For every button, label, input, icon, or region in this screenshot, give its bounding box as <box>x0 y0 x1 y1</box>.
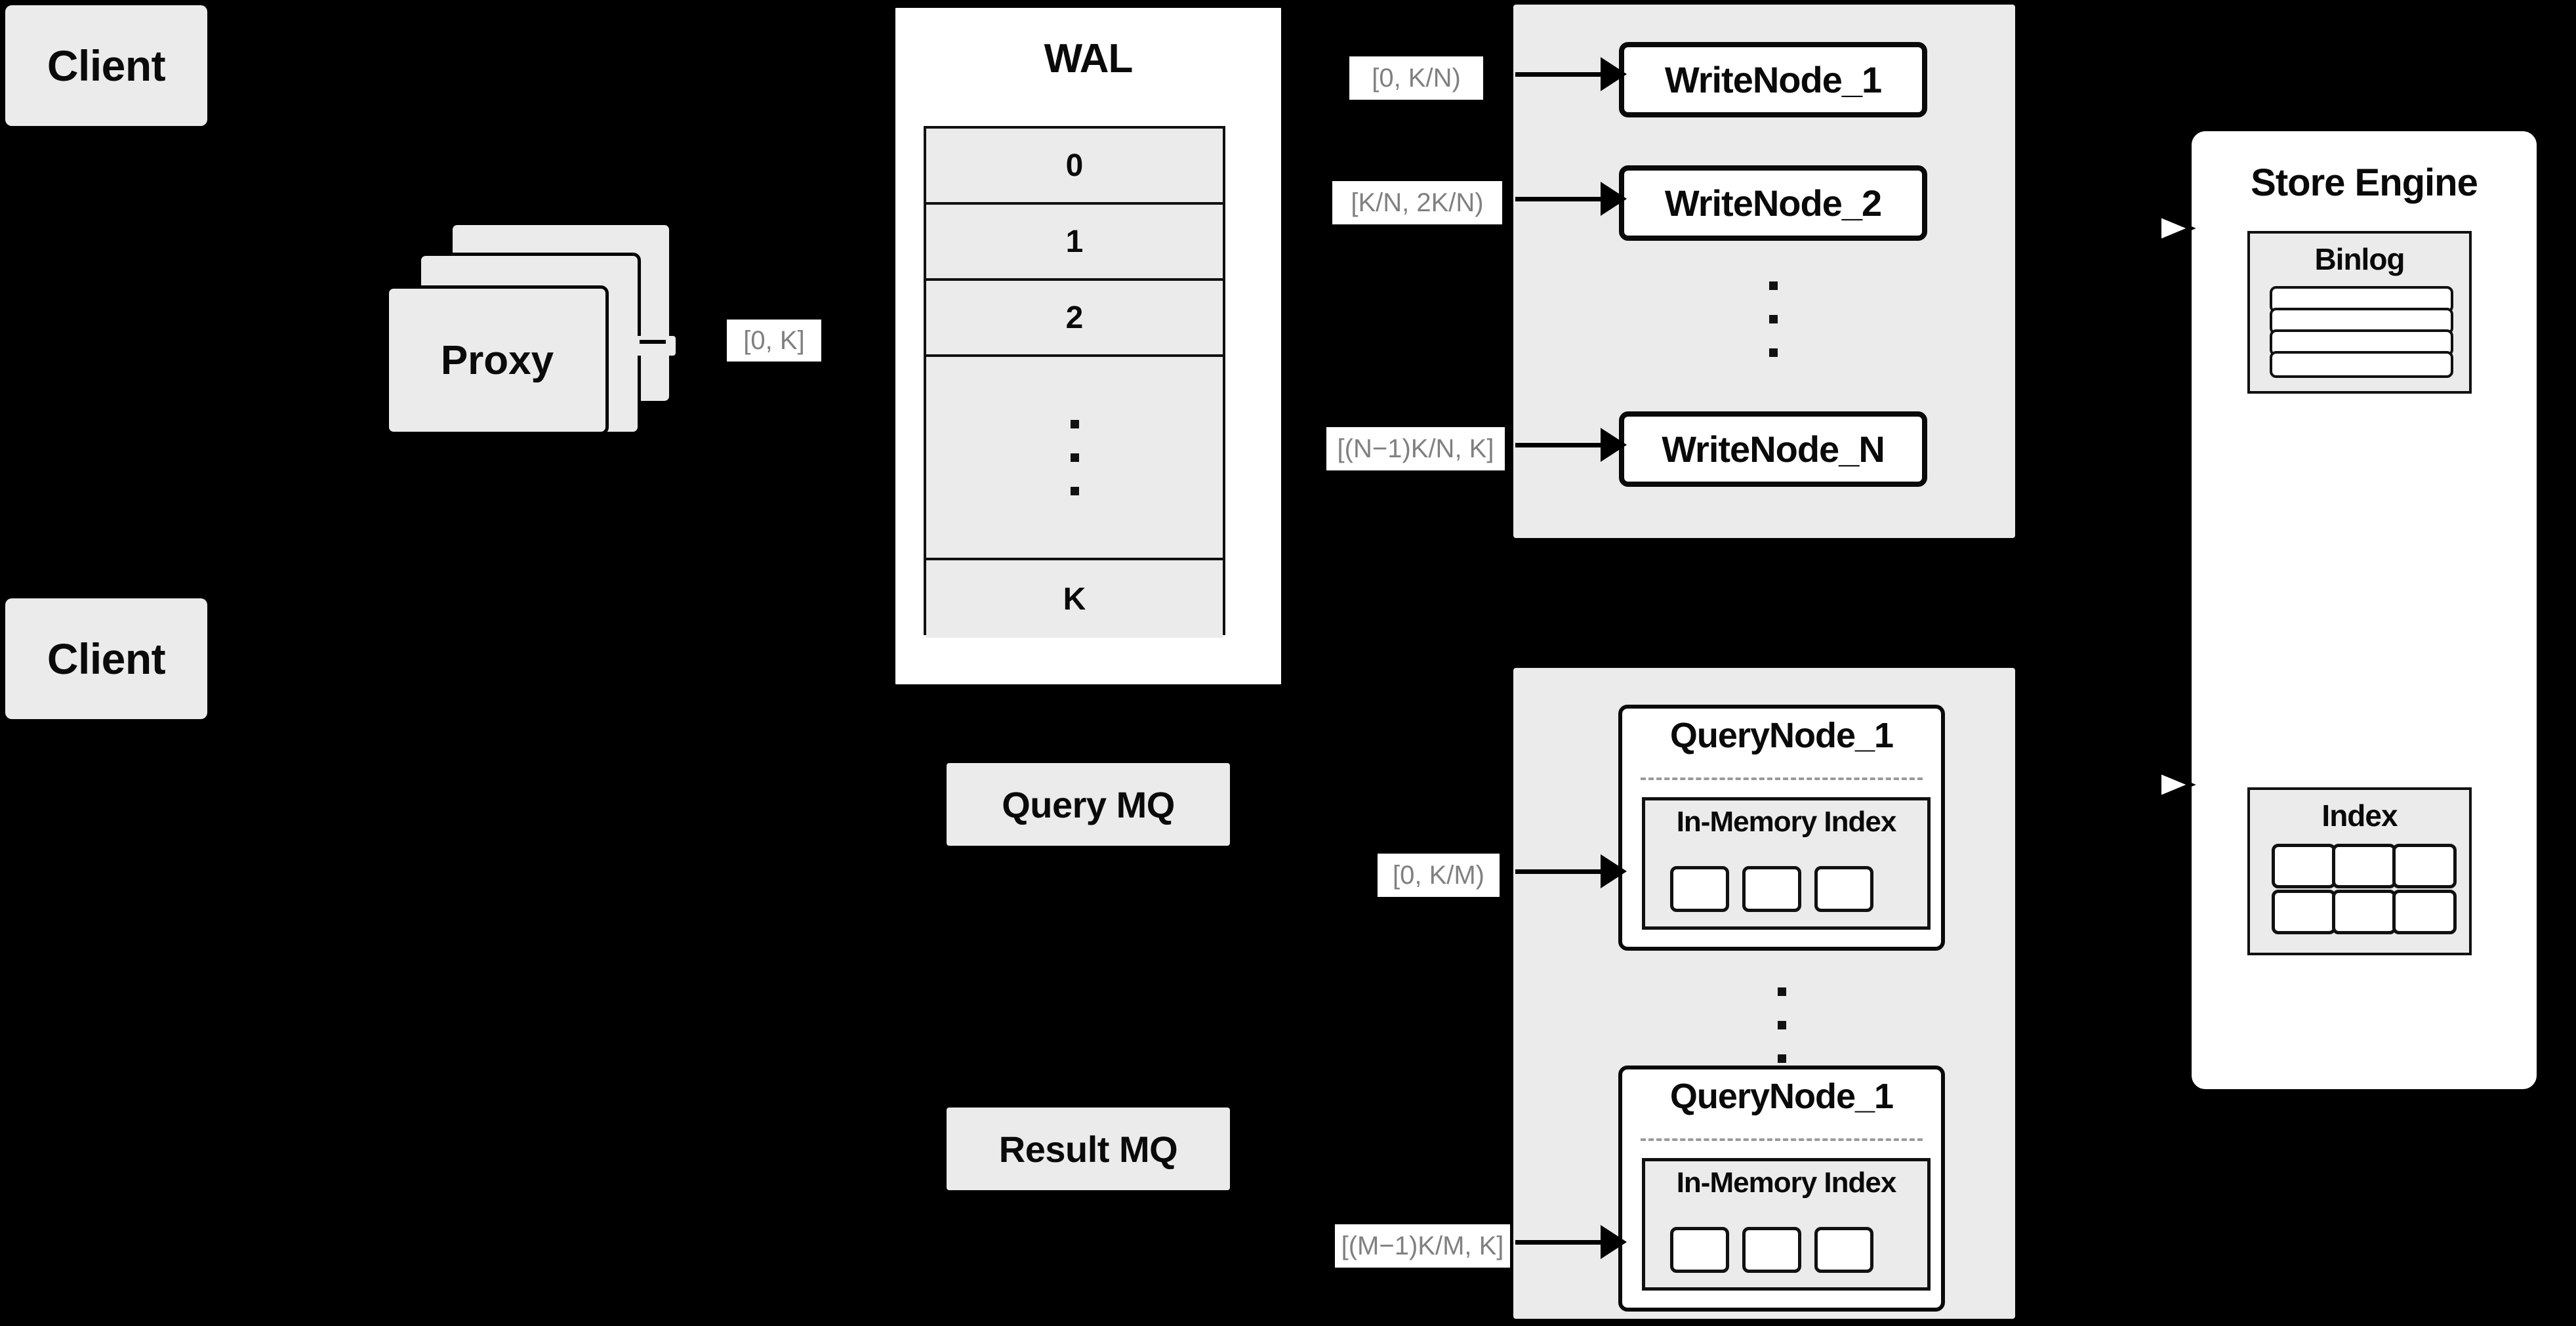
write-node-n-connector <box>1515 443 1607 447</box>
wal-cell[interactable]: 2 <box>926 281 1223 357</box>
index-inbound-arrow <box>2125 765 2204 804</box>
write-node-ellipsis <box>1619 270 1927 367</box>
binlog-title: Binlog <box>2314 242 2405 276</box>
wal-cell[interactable]: K <box>926 560 1223 638</box>
client-label: Client <box>47 634 166 683</box>
write-node-2[interactable]: WriteNode_2 <box>1619 165 1927 241</box>
proxy-connector-tab <box>610 336 676 356</box>
store-engine-title: Store Engine <box>2251 161 2478 204</box>
query-node-ellipsis <box>1618 976 1945 1073</box>
write-node-1[interactable]: WriteNode_1 <box>1619 42 1927 117</box>
query-mq-box[interactable]: Query MQ <box>947 763 1230 846</box>
query-node-2-arrowhead <box>1601 1225 1627 1259</box>
index-cell[interactable] <box>2392 844 2457 888</box>
query-node-2-range-label: [(M−1)K/M, K] <box>1335 1224 1510 1268</box>
query-node-2-memory-index: In-Memory Index <box>1642 1158 1931 1291</box>
index-segment[interactable] <box>1670 1227 1729 1273</box>
query-mq-label: Query MQ <box>1002 783 1175 825</box>
index-cell[interactable] <box>2332 890 2396 934</box>
client-box-1[interactable]: Client <box>5 5 207 126</box>
index-cell[interactable] <box>2392 890 2457 934</box>
result-mq-label: Result MQ <box>998 1128 1178 1170</box>
proxy-card-front[interactable]: Proxy <box>386 285 609 435</box>
result-mq-box[interactable]: Result MQ <box>947 1108 1230 1190</box>
index-segment[interactable] <box>1814 1227 1873 1273</box>
query-node-1-title: QueryNode_1 <box>1669 716 1894 755</box>
proxy-range-label: [0, K] <box>727 320 821 362</box>
index-cell[interactable] <box>2332 844 2396 888</box>
query-node-2-divider <box>1641 1138 1923 1141</box>
wal-cell-stack: 0 1 2 K <box>924 126 1225 638</box>
wal-cell-ellipsis <box>926 357 1223 560</box>
wal-cell[interactable]: 1 <box>926 205 1223 281</box>
binlog-inbound-arrow <box>2125 209 2204 248</box>
query-node-1-range-label: [0, K/M) <box>1378 854 1500 897</box>
write-node-1-range-label: [0, K/N) <box>1349 56 1483 100</box>
query-node-1-divider <box>1641 777 1923 780</box>
memory-index-title: In-Memory Index <box>1676 1167 1897 1199</box>
query-node-2[interactable]: QueryNode_1 In-Memory Index <box>1618 1066 1945 1312</box>
query-node-1[interactable]: QueryNode_1 In-Memory Index <box>1618 705 1945 951</box>
index-segment[interactable] <box>1670 866 1729 912</box>
index-segment[interactable] <box>1742 866 1801 912</box>
write-node-2-arrowhead <box>1601 182 1627 216</box>
binlog-row[interactable] <box>2270 351 2453 378</box>
write-node-1-connector <box>1515 72 1607 77</box>
query-node-1-memory-index: In-Memory Index <box>1642 797 1931 930</box>
index-cell[interactable] <box>2272 890 2336 934</box>
index-block: Index <box>2247 787 2472 955</box>
write-node-n-arrowhead <box>1601 428 1627 462</box>
write-node-1-arrowhead <box>1601 57 1627 91</box>
query-node-1-connector <box>1515 869 1607 874</box>
write-node-n-range-label: [(N−1)K/N, K] <box>1326 427 1505 470</box>
proxy-out-line <box>640 340 666 344</box>
index-segment[interactable] <box>1814 866 1873 912</box>
store-engine-panel: Store Engine Binlog Index <box>2188 128 2540 1092</box>
query-node-1-arrowhead <box>1601 854 1627 888</box>
write-node-2-range-label: [K/N, 2K/N) <box>1332 181 1502 224</box>
index-title: Index <box>2321 798 2398 833</box>
write-node-group: WriteNode_1 WriteNode_2 WriteNode_N <box>1513 5 2015 538</box>
wal-title: WAL <box>1044 36 1134 81</box>
query-node-2-title: QueryNode_1 <box>1669 1077 1894 1116</box>
client-label: Client <box>47 41 166 90</box>
memory-index-title: In-Memory Index <box>1676 806 1897 838</box>
client-box-2[interactable]: Client <box>5 598 207 719</box>
write-node-n[interactable]: WriteNode_N <box>1619 411 1927 487</box>
wal-cell[interactable]: 0 <box>926 129 1223 205</box>
index-segment[interactable] <box>1742 1227 1801 1273</box>
proxy-label: Proxy <box>440 337 554 383</box>
index-cell[interactable] <box>2272 844 2336 888</box>
binlog-block: Binlog <box>2247 231 2472 394</box>
query-node-group: QueryNode_1 In-Memory Index QueryNode_1 … <box>1513 668 2015 1319</box>
wal-panel: WAL 0 1 2 K <box>892 5 1284 688</box>
write-node-2-connector <box>1515 197 1607 201</box>
query-node-2-connector <box>1515 1240 1607 1245</box>
